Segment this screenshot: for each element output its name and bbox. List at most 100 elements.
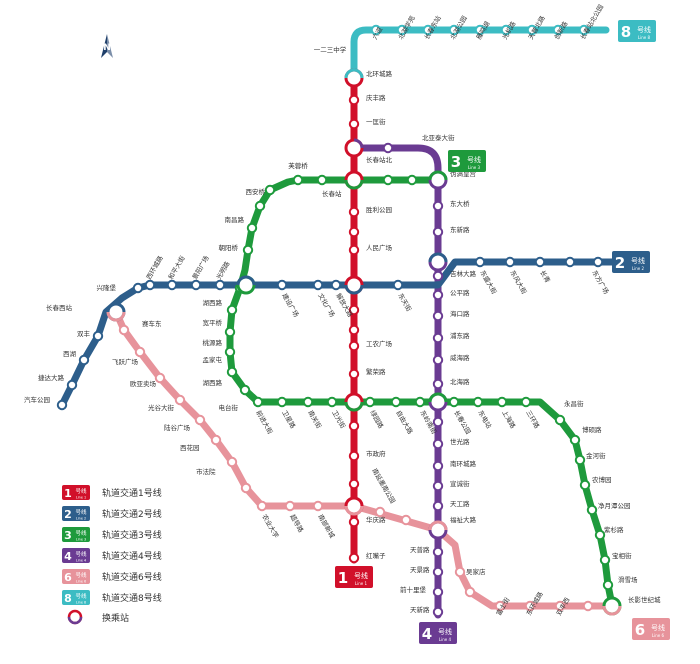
station-dot-l6[interactable] xyxy=(134,346,146,358)
station-dot-l6[interactable] xyxy=(284,500,296,512)
station-dot-l3[interactable] xyxy=(292,174,304,186)
station-dot-l2[interactable] xyxy=(312,279,324,291)
station-dot-l6[interactable] xyxy=(194,414,206,426)
station-dot-l3[interactable] xyxy=(224,346,236,358)
station-dot-l3[interactable] xyxy=(554,414,566,426)
station-dot-l6[interactable] xyxy=(174,394,186,406)
station-dot-l4[interactable] xyxy=(432,289,444,301)
station-dot-l3[interactable] xyxy=(326,396,338,408)
transfer-station[interactable] xyxy=(428,520,448,540)
station-dot-l8[interactable] xyxy=(370,24,382,36)
station-dot-l2[interactable] xyxy=(144,279,156,291)
station-dot-l2[interactable] xyxy=(330,279,342,291)
station-dot-l1[interactable] xyxy=(348,420,360,432)
station-dot-l8[interactable] xyxy=(396,24,408,36)
station-dot-l6[interactable] xyxy=(210,434,222,446)
station-dot-l4[interactable] xyxy=(432,226,444,238)
station-dot-l2[interactable] xyxy=(276,279,288,291)
station-dot-l2[interactable] xyxy=(166,279,178,291)
station-dot-l4[interactable] xyxy=(432,270,444,282)
station-dot-l3[interactable] xyxy=(364,396,376,408)
station-dot-l4[interactable] xyxy=(432,332,444,344)
station-dot-l6[interactable] xyxy=(118,324,130,336)
transfer-station[interactable] xyxy=(428,392,448,412)
station-dot-l3[interactable] xyxy=(246,222,258,234)
transfer-station[interactable] xyxy=(602,596,622,616)
station-dot-l3[interactable] xyxy=(594,529,606,541)
station-dot-l3[interactable] xyxy=(264,184,276,196)
station-dot-l4[interactable] xyxy=(432,460,444,472)
station-dot-l2[interactable] xyxy=(66,379,78,391)
station-dot-l3[interactable] xyxy=(414,396,426,408)
station-dot-l3[interactable] xyxy=(276,396,288,408)
station-dot-l4[interactable] xyxy=(432,566,444,578)
station-dot-l3[interactable] xyxy=(496,396,508,408)
station-dot-l2[interactable] xyxy=(190,279,202,291)
station-dot-l1[interactable] xyxy=(348,118,360,130)
station-dot-l8[interactable] xyxy=(578,24,590,36)
station-dot-l8[interactable] xyxy=(448,24,460,36)
station-dot-l2[interactable] xyxy=(56,399,68,411)
transfer-station[interactable] xyxy=(344,275,364,295)
station-dot-l3[interactable] xyxy=(226,366,238,378)
station-dot-l2[interactable] xyxy=(78,354,90,366)
station-dot-l1[interactable] xyxy=(348,304,360,316)
transfer-station[interactable] xyxy=(106,302,126,322)
transfer-station[interactable] xyxy=(428,252,448,272)
station-dot-l2[interactable] xyxy=(132,282,144,294)
station-dot-l3[interactable] xyxy=(316,174,328,186)
station-dot-l4[interactable] xyxy=(432,480,444,492)
station-dot-l8[interactable] xyxy=(422,24,434,36)
station-dot-l8[interactable] xyxy=(500,24,512,36)
station-dot-l3[interactable] xyxy=(472,396,484,408)
station-dot-l2[interactable] xyxy=(474,256,486,268)
station-dot-l3[interactable] xyxy=(579,479,591,491)
station-dot-l3[interactable] xyxy=(239,384,251,396)
transfer-station[interactable] xyxy=(344,170,364,190)
station-dot-l2[interactable] xyxy=(92,330,104,342)
station-dot-l6[interactable] xyxy=(256,500,268,512)
station-dot-l2[interactable] xyxy=(564,256,576,268)
station-dot-l1[interactable] xyxy=(348,478,360,490)
station-dot-l2[interactable] xyxy=(534,256,546,268)
station-dot-l6[interactable] xyxy=(374,506,386,518)
station-dot-l1[interactable] xyxy=(348,206,360,218)
station-dot-l6[interactable] xyxy=(464,586,476,598)
station-dot-l4[interactable] xyxy=(432,546,444,558)
station-dot-l8[interactable] xyxy=(474,24,486,36)
station-dot-l3[interactable] xyxy=(390,396,402,408)
station-dot-l1[interactable] xyxy=(348,244,360,256)
station-dot-l2[interactable] xyxy=(592,256,604,268)
station-dot-l4[interactable] xyxy=(432,606,444,618)
transfer-station[interactable] xyxy=(428,170,448,190)
station-dot-l1[interactable] xyxy=(348,324,360,336)
station-dot-l3[interactable] xyxy=(448,396,460,408)
station-dot-l4[interactable] xyxy=(432,378,444,390)
station-dot-l3[interactable] xyxy=(599,554,611,566)
station-dot-l6[interactable] xyxy=(554,600,566,612)
station-dot-l4[interactable] xyxy=(432,354,444,366)
station-dot-l3[interactable] xyxy=(574,454,586,466)
station-dot-l1[interactable] xyxy=(348,94,360,106)
station-dot-l2[interactable] xyxy=(392,279,404,291)
station-dot-l3[interactable] xyxy=(602,579,614,591)
station-dot-l4[interactable] xyxy=(432,200,444,212)
station-dot-l4[interactable] xyxy=(432,416,444,428)
station-dot-l6[interactable] xyxy=(400,514,412,526)
station-dot-l1[interactable] xyxy=(348,450,360,462)
station-dot-l1[interactable] xyxy=(348,552,360,564)
station-dot-l3[interactable] xyxy=(586,504,598,516)
transfer-station[interactable] xyxy=(344,392,364,412)
transfer-station[interactable] xyxy=(344,138,364,158)
station-dot-l3[interactable] xyxy=(302,396,314,408)
station-dot-l8[interactable] xyxy=(552,24,564,36)
station-dot-l6[interactable] xyxy=(524,600,536,612)
station-dot-l6[interactable] xyxy=(494,600,506,612)
station-dot-l4[interactable] xyxy=(432,586,444,598)
station-dot-l1[interactable] xyxy=(348,340,360,352)
station-dot-l6[interactable] xyxy=(154,372,166,384)
transfer-station[interactable] xyxy=(344,68,364,88)
station-dot-l2[interactable] xyxy=(504,256,516,268)
station-dot-l1[interactable] xyxy=(348,516,360,528)
station-dot-l3[interactable] xyxy=(252,396,264,408)
